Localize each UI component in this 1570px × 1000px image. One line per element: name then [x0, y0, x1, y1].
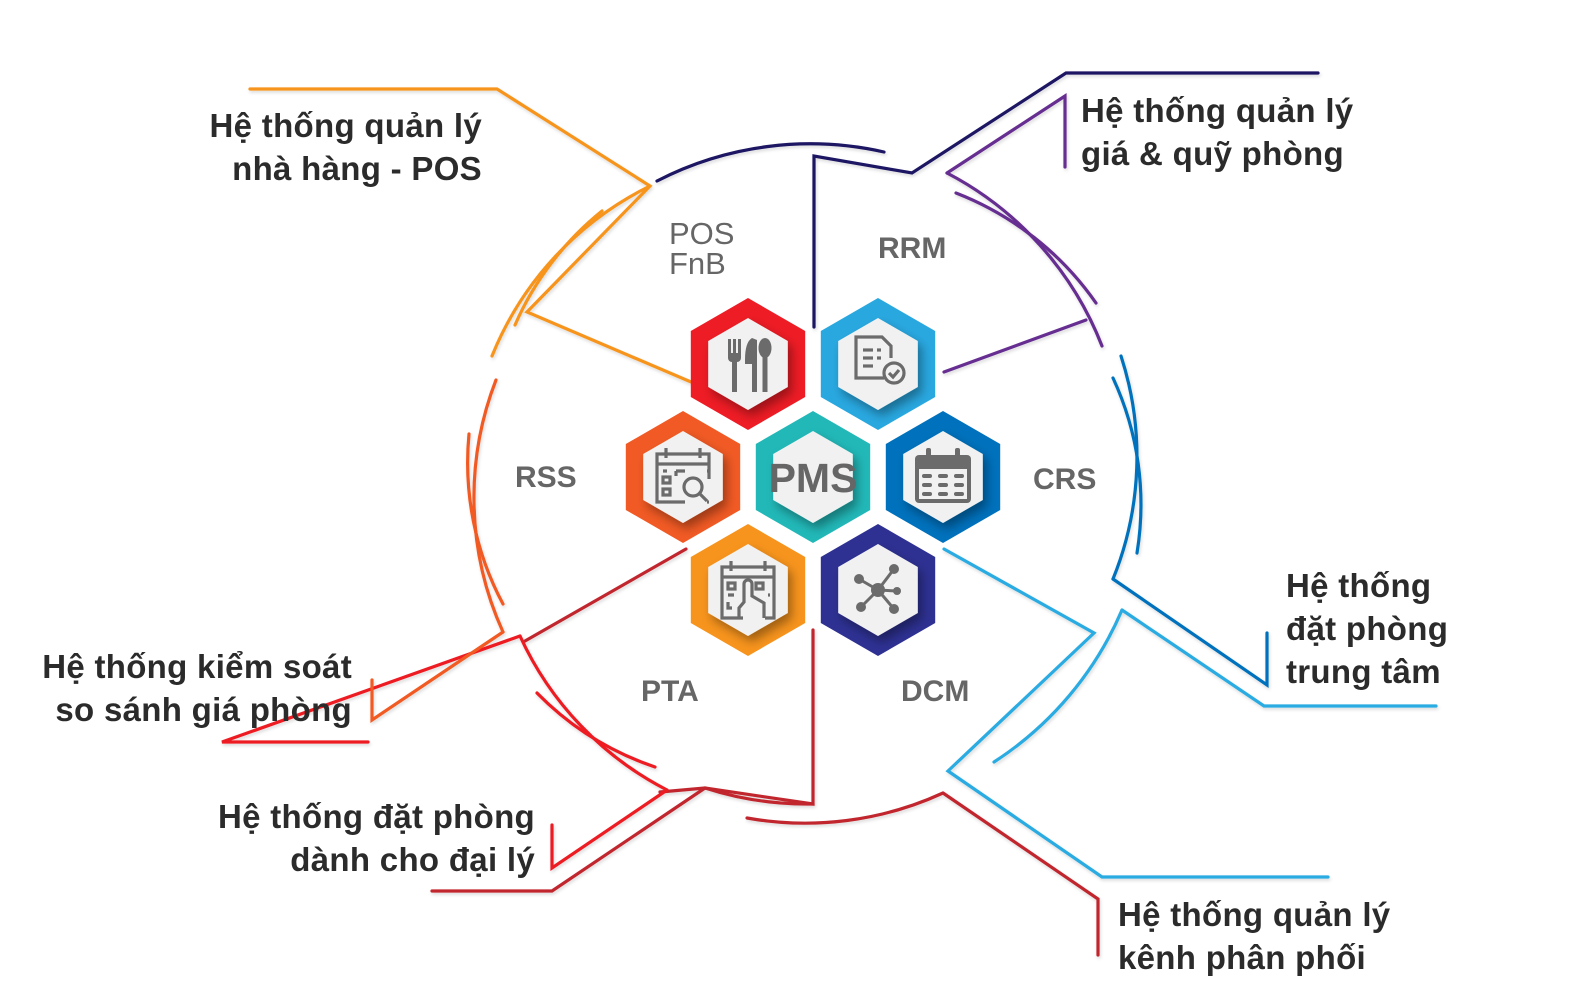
- pta-red-arc: [518, 634, 669, 792]
- document-check-icon: [854, 335, 906, 385]
- callout-rss-line2: so sánh giá phòng: [55, 691, 352, 728]
- callout-pos-line2: nhà hàng - POS: [232, 150, 482, 187]
- callout-rrm-line2: giá & quỹ phòng: [1081, 135, 1344, 172]
- rss-connector: [370, 378, 505, 724]
- callout-pos: Hệ thống quản lý nhà hàng - POS: [210, 104, 482, 190]
- segment-label-pos-line1: POS: [669, 216, 734, 251]
- hexagon-pta: [690, 524, 806, 656]
- rss-outer-arc: [472, 378, 505, 634]
- pos-inner-arc: [513, 209, 604, 327]
- pta-divider-line: [658, 628, 815, 806]
- rrm-top-arc: [655, 142, 886, 183]
- callout-pta-line2: dành cho đại lý: [290, 841, 535, 878]
- dcm-callout-line: [1120, 608, 1438, 708]
- callout-crs-line2: đặt phòng: [1286, 610, 1449, 647]
- pta-inner-connector: [221, 634, 669, 872]
- callout-pta-line1: Hệ thống đặt phòng: [218, 798, 535, 835]
- pta-red-line: [221, 634, 522, 744]
- calendar-search-icon: [655, 448, 711, 504]
- callout-pta: Hệ thống đặt phòng dành cho đại lý: [218, 795, 535, 881]
- callout-dcm: Hệ thống quản lý kênh phân phối: [1118, 893, 1390, 979]
- rrm-connector: [655, 71, 1320, 374]
- pta-lower-arc: [703, 786, 815, 806]
- crs-connector: [1111, 354, 1269, 689]
- callout-rrm-line1: Hệ thống quản lý: [1081, 92, 1354, 129]
- crs-inner-arc: [1111, 376, 1143, 555]
- segment-labels: POS FnB RRM CRS DCM PTA RSS: [515, 216, 1096, 708]
- callout-pos-line1: Hệ thống quản lý: [209, 107, 482, 144]
- hexagon-center-face: [773, 431, 853, 523]
- pta-callout-line: [430, 786, 707, 893]
- segment-label-pta: PTA: [641, 675, 699, 708]
- callout-rss: Hệ thống kiểm soát so sánh giá phòng: [42, 645, 352, 731]
- rrm-inner-arc: [954, 191, 1098, 305]
- distribution-connector: [745, 791, 1100, 957]
- callout-crs-line3: trung tâm: [1286, 653, 1441, 690]
- pta-connector: [430, 547, 815, 893]
- rss-callout-line: [370, 630, 505, 724]
- rrm-divider-line: [812, 71, 1320, 329]
- rss-inner-arc: [466, 432, 505, 606]
- segment-label-crs: CRS: [1033, 463, 1096, 496]
- calendar-touch-icon: [720, 561, 776, 620]
- segment-label-rrm: RRM: [878, 232, 946, 265]
- hexagon-center: [755, 411, 871, 543]
- hexagon-rss: [625, 411, 741, 543]
- network-icon: [854, 564, 901, 614]
- crs-callout-line: [1111, 577, 1269, 689]
- calendar-icon: [915, 448, 971, 503]
- callout-crs: Hệ thống đặt phòng trung tâm: [1286, 564, 1448, 693]
- rrm-outer-arc: [945, 171, 1104, 348]
- hexagon-rrm-face: [838, 318, 918, 410]
- callout-rss-line1: Hệ thống kiểm soát: [42, 648, 352, 685]
- pta-red-inner-arc: [535, 691, 657, 769]
- callout-dcm-line2: kênh phân phối: [1118, 939, 1367, 976]
- callout-rrm: Hệ thống quản lý giá & quỹ phòng: [1081, 89, 1353, 175]
- bottom-red-arc: [745, 791, 945, 825]
- rrm-purple-callout: [945, 93, 1067, 175]
- callout-dcm-line1: Hệ thống quản lý: [1118, 896, 1391, 933]
- pta-red-callout: [550, 788, 669, 872]
- dcm-divider-line: [942, 547, 1330, 879]
- dcm-outer-arc: [992, 608, 1124, 764]
- pos-connector: [248, 87, 747, 407]
- hexagon-rrm: [820, 298, 936, 430]
- rss-pta-divider: [523, 547, 688, 643]
- distribution-callout-line: [941, 791, 1100, 957]
- segment-label-pos-line2: FnB: [669, 246, 726, 281]
- cutlery-icon: [728, 338, 772, 392]
- segment-label-rss: RSS: [515, 461, 577, 494]
- crs-outer-arc: [1111, 354, 1139, 581]
- center-label-pms: PMS: [769, 455, 858, 501]
- dcm-connector: [942, 547, 1438, 879]
- segment-label-dcm: DCM: [901, 675, 969, 708]
- connector-lines: [221, 71, 1438, 957]
- rrm-purple-leader: [942, 318, 1088, 374]
- callout-crs-line1: Hệ thống: [1286, 567, 1432, 604]
